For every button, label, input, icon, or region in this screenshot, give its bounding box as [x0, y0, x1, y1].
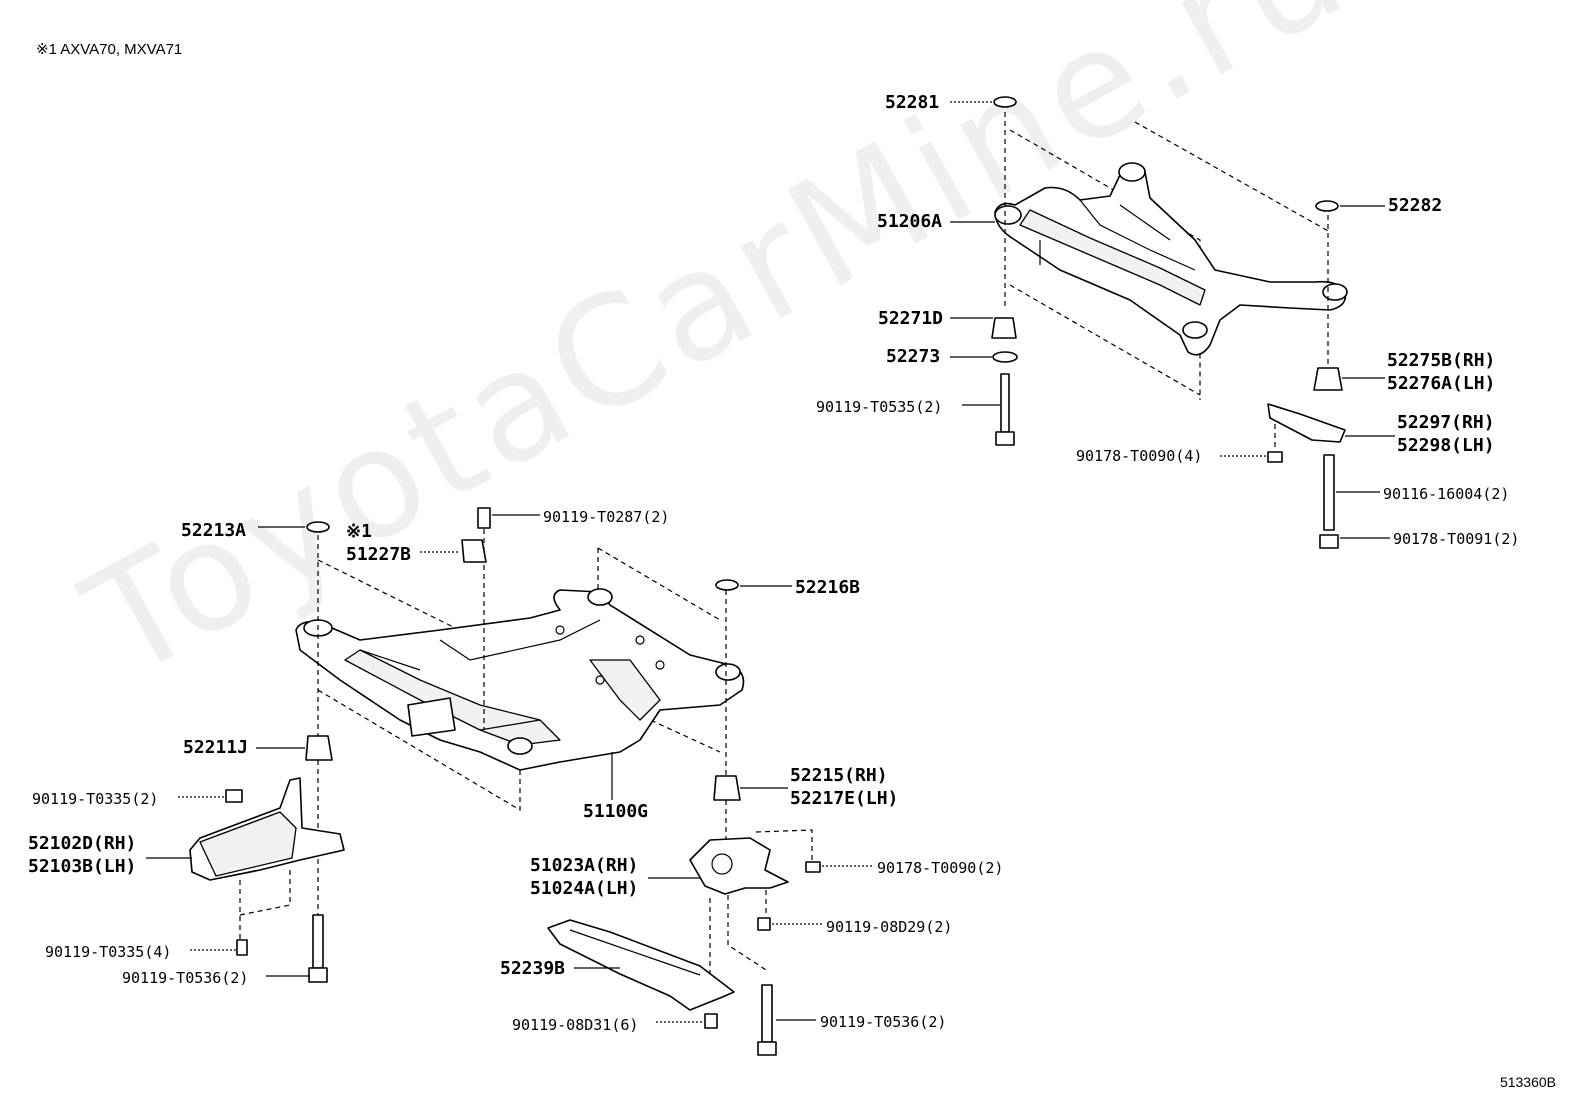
callout-90178-T0090-2[interactable]: 90178-T0090(2)	[877, 859, 1004, 877]
part-90119-08D29	[757, 917, 771, 931]
leaders-front	[146, 514, 872, 1023]
callout-90119-08D31[interactable]: 90119-08D31(6)	[512, 1016, 639, 1034]
callout-52239B[interactable]: 52239B	[500, 958, 566, 979]
callout-52275B[interactable]: 52275B(RH) 52276A(LH)	[1387, 350, 1496, 394]
callout-52211J[interactable]: 52211J	[183, 737, 249, 758]
callout-52215[interactable]: 52215(RH) 52217E(LH)	[790, 765, 899, 809]
callout-52273[interactable]: 52273	[886, 346, 941, 367]
callout-52281[interactable]: 52281	[885, 92, 940, 113]
callout-90119-T0335-4[interactable]: 90119-T0335(4)	[45, 943, 172, 961]
rear-crossmember-51206A	[994, 112, 1348, 450]
part-90178-T0091	[1319, 534, 1339, 549]
part-52297	[1267, 403, 1346, 443]
callout-90119-T0535[interactable]: 90119-T0535(2)	[816, 398, 943, 416]
part-90178-T0090-2	[805, 861, 821, 873]
part-90119-T0536-R	[761, 984, 773, 1043]
part-52215	[713, 775, 741, 801]
part-52273	[992, 351, 1018, 363]
callout-52102D[interactable]: 52102D(RH) 52103B(LH)	[28, 833, 137, 877]
callout-90119-08D29[interactable]: 90119-08D29(2)	[826, 918, 953, 936]
callout-51023A[interactable]: 51023A(RH) 51024A(LH)	[530, 855, 639, 899]
part-51227B	[461, 539, 487, 563]
part-52216B	[715, 579, 739, 591]
part-52281	[993, 96, 1017, 108]
part-90119-T0535	[1000, 373, 1010, 433]
callout-90119-T0287[interactable]: 90119-T0287(2)	[543, 508, 670, 526]
part-52211J	[305, 735, 333, 761]
callout-90119-T0536-right[interactable]: 90119-T0536(2)	[820, 1013, 947, 1031]
part-52271D	[991, 317, 1017, 339]
callout-52282[interactable]: 52282	[1388, 195, 1443, 216]
part-52282	[1315, 200, 1339, 212]
callout-52297[interactable]: 52297(RH) 52298(LH)	[1397, 412, 1495, 456]
reference-code: 513360B	[1499, 1074, 1556, 1090]
callout-90119-T0536-left[interactable]: 90119-T0536(2)	[122, 969, 249, 987]
callout-90178-T0091[interactable]: 90178-T0091(2)	[1393, 530, 1520, 548]
part-90119-08D31	[704, 1013, 718, 1029]
callout-90116-16004[interactable]: 90116-16004(2)	[1383, 485, 1510, 503]
callout-90119-T0335-2[interactable]: 90119-T0335(2)	[32, 790, 159, 808]
part-52213A	[306, 521, 330, 533]
part-52239B	[547, 919, 735, 1011]
part-52275B	[1313, 367, 1343, 391]
leaders-rear	[950, 101, 1395, 539]
callout-51100G[interactable]: 51100G	[583, 801, 649, 822]
callout-52216B[interactable]: 52216B	[795, 577, 861, 598]
part-90119-T0335-4	[236, 939, 248, 956]
callout-90178-T0090-4[interactable]: 90178-T0090(4)	[1076, 447, 1203, 465]
rear-hardware	[991, 96, 1346, 549]
front-hardware	[189, 507, 821, 1056]
callout-51206A[interactable]: 51206A	[877, 211, 943, 232]
part-90116-16004	[1323, 454, 1335, 531]
part-90119-T0335-2	[225, 789, 243, 803]
callout-52271D[interactable]: 52271D	[878, 308, 944, 329]
part-90119-T0536-L	[312, 914, 324, 969]
callout-52213A[interactable]: 52213A	[181, 520, 247, 541]
part-90178-T0090-4	[1267, 451, 1283, 463]
note-model-codes: ※1 AXVA70, MXVA71	[36, 41, 183, 58]
part-90119-T0287	[477, 507, 491, 529]
callout-51227B[interactable]: ※1 51227B	[346, 521, 412, 565]
front-crossmember-51100G	[295, 520, 745, 915]
part-51023A	[689, 837, 789, 895]
